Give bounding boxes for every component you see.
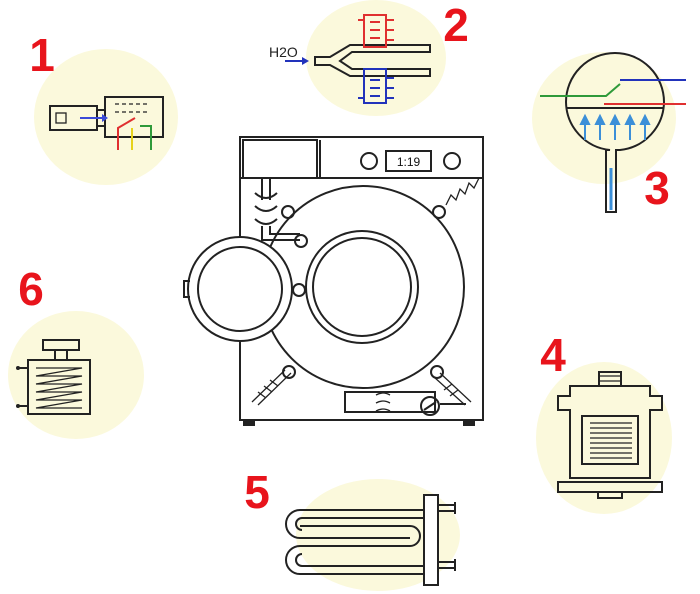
callout-number-1: 1: [29, 29, 55, 81]
callout-number-3: 3: [644, 162, 670, 214]
part-thermostat: [16, 339, 91, 415]
inlet-label: H2O: [269, 44, 298, 60]
part-door-lock: [49, 96, 164, 150]
display-screen: [385, 150, 432, 172]
door-glass: [187, 236, 293, 342]
callout-number-5: 5: [244, 466, 270, 518]
washing-machine: 1:19: [183, 136, 484, 426]
callout-numbers: 1 2 3 4 5 6: [18, 0, 670, 518]
part-pressure-switch: [540, 52, 686, 213]
part-inlet-valve: H2O: [269, 14, 431, 104]
callout-number-6: 6: [18, 263, 44, 315]
callout-number-2: 2: [443, 0, 469, 51]
part-heating-element: [285, 494, 456, 586]
display-time: 1:19: [397, 155, 421, 169]
callout-number-4: 4: [540, 329, 566, 381]
part-motor: [557, 371, 663, 499]
